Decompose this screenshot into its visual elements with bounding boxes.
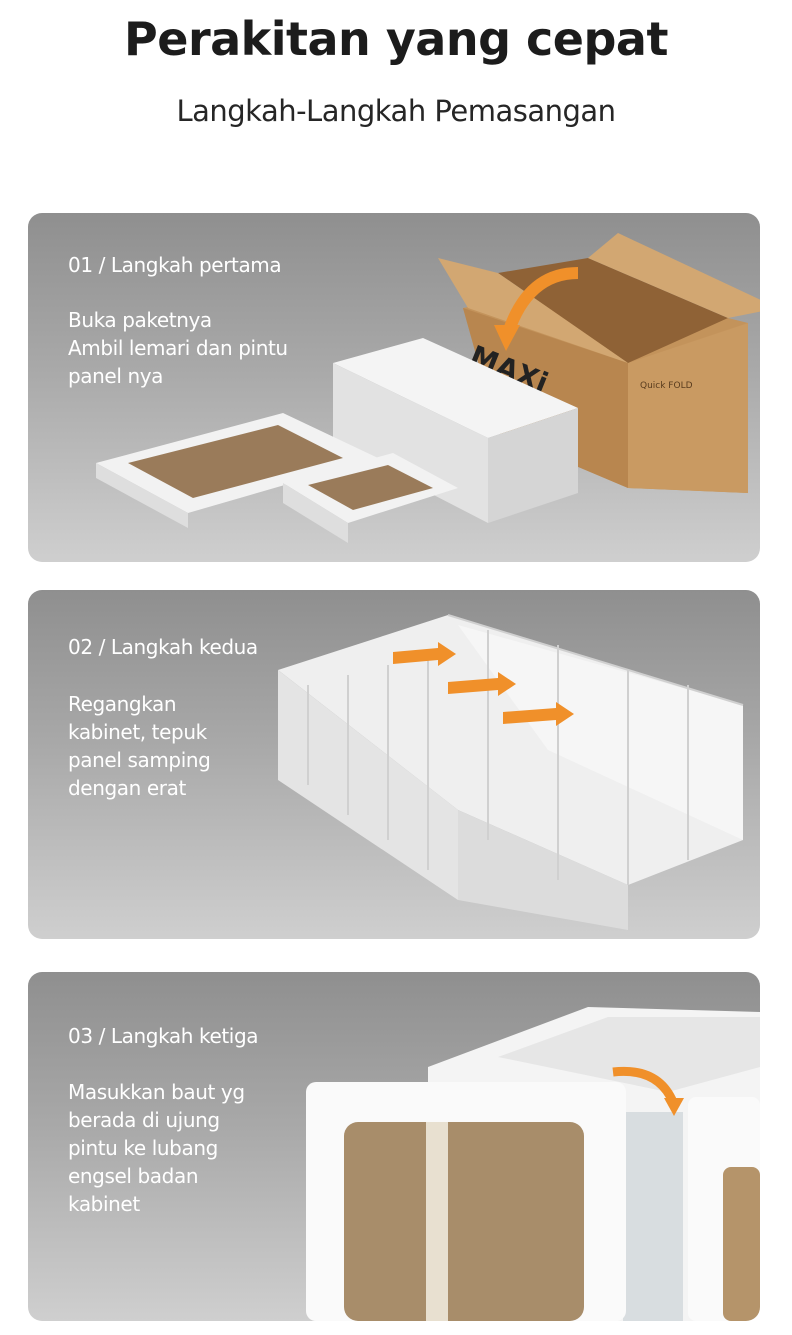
- step-3-label: 03 / Langkah ketiga: [68, 1024, 259, 1048]
- unboxing-illustration: MAXi Quick FOLD: [96, 233, 760, 543]
- step-3-line: Masukkan baut yg: [68, 1080, 245, 1104]
- step-1-line: panel nya: [68, 364, 164, 388]
- step-1-text: Buka paketnya Ambil lemari dan pintu pan…: [68, 306, 288, 390]
- door-install-illustration: [306, 1007, 760, 1321]
- box-brand: Quick FOLD: [640, 381, 693, 391]
- step-2-line: panel samping: [68, 748, 211, 772]
- cabinet-unfold-illustration: [278, 614, 744, 930]
- step-1-panel: MAXi Quick FOLD 01 / Langkah pertama Buk…: [28, 213, 760, 562]
- step-2-label: 02 / Langkah kedua: [68, 635, 258, 659]
- step-1-label: 01 / Langkah pertama: [68, 253, 282, 277]
- step-2-line: Regangkan: [68, 692, 177, 716]
- arrow-icon: [612, 1066, 678, 1104]
- page-subtitle: Langkah-Langkah Pemasangan: [176, 94, 616, 128]
- step-2-line: kabinet, tepuk: [68, 720, 207, 744]
- page-title: Perakitan yang cepat: [124, 12, 668, 66]
- arrow-icon: [393, 642, 574, 726]
- step-2-text: Regangkan kabinet, tepuk panel samping d…: [68, 690, 211, 802]
- step-3-line: engsel badan: [68, 1164, 199, 1188]
- step-3-line: kabinet: [68, 1192, 140, 1216]
- step-1-line: Buka paketnya: [68, 308, 212, 332]
- step-3-panel: 03 / Langkah ketiga Masukkan baut yg ber…: [28, 972, 760, 1321]
- arrow-icon: [502, 267, 579, 335]
- step-1-line: Ambil lemari dan pintu: [68, 336, 288, 360]
- step-2-panel: 02 / Langkah kedua Regangkan kabinet, te…: [28, 590, 760, 939]
- step-2-line: dengan erat: [68, 776, 186, 800]
- step-3-line: pintu ke lubang: [68, 1136, 218, 1160]
- step-3-text: Masukkan baut yg berada di ujung pintu k…: [68, 1078, 245, 1218]
- step-3-line: berada di ujung: [68, 1108, 220, 1132]
